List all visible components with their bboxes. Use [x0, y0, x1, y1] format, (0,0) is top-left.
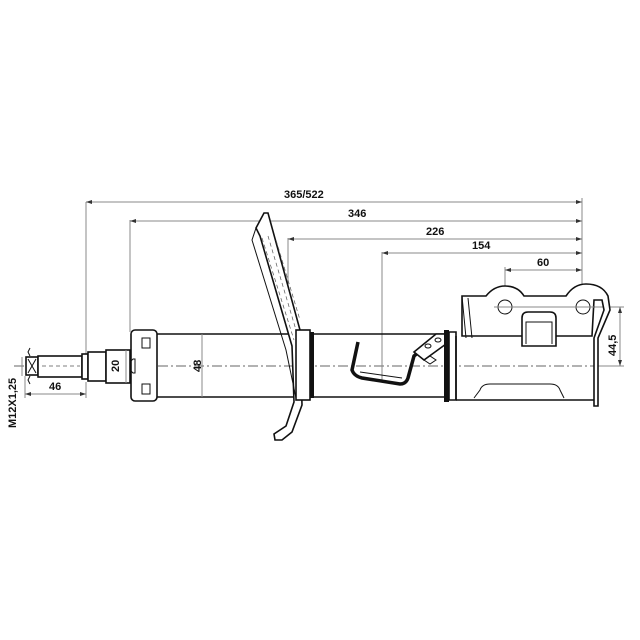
thread-spec-label: M12X1,25: [7, 378, 19, 428]
hose-bracket: [350, 333, 447, 386]
dim-label-226: 226: [426, 226, 444, 238]
dim-label-20: 20: [110, 360, 122, 372]
dim-label-48: 48: [192, 360, 204, 372]
dim-label-44-5: 44,5: [607, 335, 619, 356]
spring-seat: [251, 212, 314, 441]
dimension-154: 154: [381, 240, 582, 382]
dim-label-60: 60: [537, 257, 549, 269]
dim-label-46: 46: [49, 381, 61, 393]
dim-label-overall: 365/522: [284, 189, 324, 201]
dim-label-346: 346: [348, 208, 366, 220]
piston-rod: 20: [25, 347, 131, 385]
dimension-365-522: 365/522: [85, 189, 583, 364]
top-cap: [129, 329, 158, 402]
dimension-346: 346: [129, 208, 582, 332]
lower-mount-bracket: [444, 283, 611, 407]
dimension-46: 46: [24, 376, 87, 398]
dim-label-154: 154: [472, 240, 491, 252]
